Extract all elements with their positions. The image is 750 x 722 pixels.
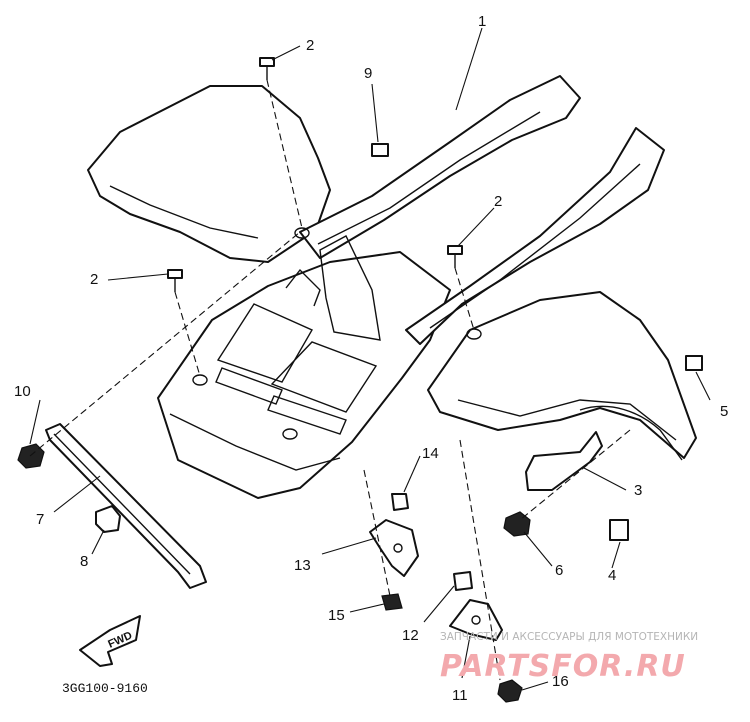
bracket-3 <box>525 431 603 491</box>
bracket-11 <box>449 599 503 641</box>
bracket-13 <box>369 519 419 577</box>
callout-3: 3 <box>634 482 642 499</box>
leader-lines <box>29 27 711 691</box>
callout-7: 7 <box>36 511 44 528</box>
callout-2b: 2 <box>494 193 502 210</box>
callout-labels: 1 2 2 2 3 4 5 6 7 8 9 10 11 12 13 14 15 … <box>14 13 728 704</box>
callout-5: 5 <box>720 403 728 420</box>
callout-4: 4 <box>608 567 616 584</box>
callout-2a: 2 <box>306 37 314 54</box>
callout-11: 11 <box>452 687 468 704</box>
watermark-tagline: ЗАПЧАСТИ И АКСЕССУАРЫ ДЛЯ МОТОТЕХНИКИ <box>440 631 698 643</box>
watermark: ЗАПЧАСТИ И АКСЕССУАРЫ ДЛЯ МОТОТЕХНИКИ PA… <box>440 631 698 684</box>
callout-16: 16 <box>552 673 569 690</box>
nuts-and-collars <box>17 443 531 703</box>
callout-1: 1 <box>478 13 486 30</box>
callout-10: 10 <box>14 383 31 400</box>
callout-15: 15 <box>328 607 345 624</box>
callout-14: 14 <box>422 445 439 462</box>
callout-2c: 2 <box>90 271 98 288</box>
callout-12: 12 <box>402 627 419 644</box>
callout-8: 8 <box>80 553 88 570</box>
callout-9: 9 <box>364 65 372 82</box>
callout-13: 13 <box>294 557 311 574</box>
fender-body <box>87 75 697 499</box>
callout-6: 6 <box>555 562 563 579</box>
screw-fasteners <box>167 57 703 541</box>
part-code: 3GG100-9160 <box>62 681 148 696</box>
forward-arrow: FWD <box>79 615 141 667</box>
stay-bar <box>45 423 207 589</box>
watermark-brand: PARTSFOR.RU <box>440 649 686 684</box>
alignment-lines <box>29 79 631 681</box>
